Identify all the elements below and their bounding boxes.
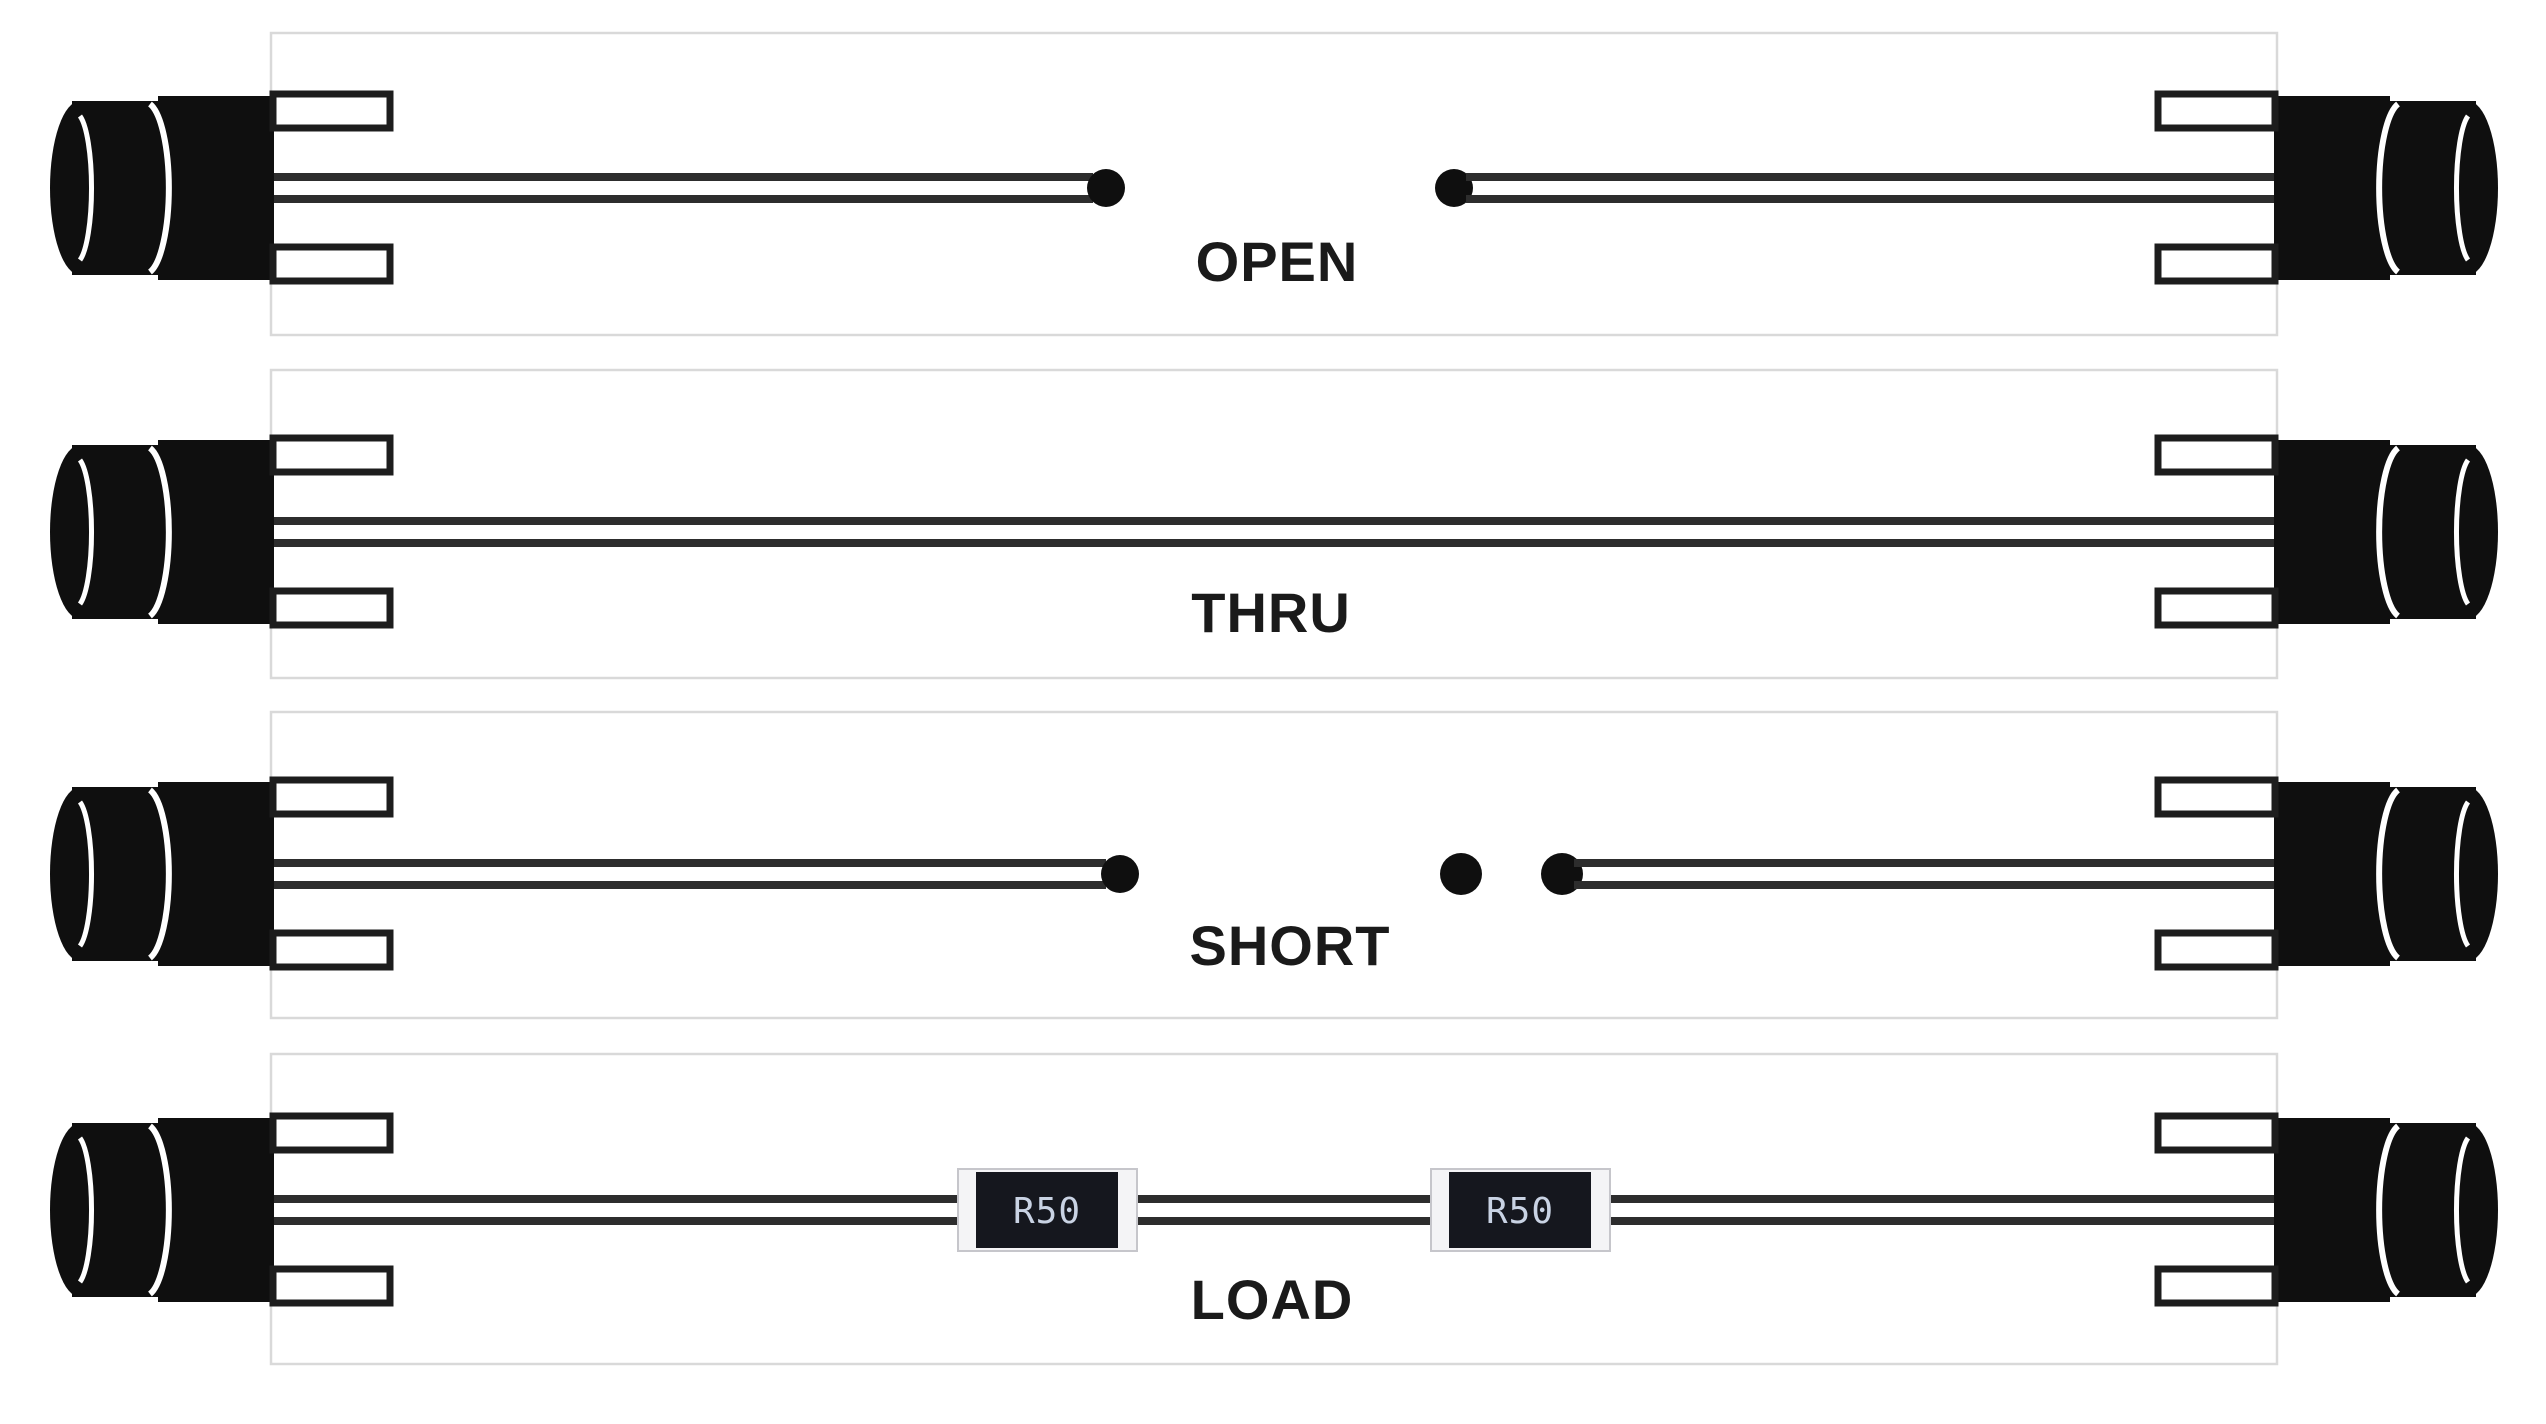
transmission-line-right — [1466, 173, 2275, 203]
resistor-value-label: R50 — [1486, 1191, 1554, 1232]
resistor-body — [976, 1172, 1118, 1248]
resistor-body — [1449, 1172, 1591, 1248]
coax-connector-left — [50, 780, 390, 967]
coax-connector-right — [2158, 94, 2498, 281]
short-terminal-dot-right — [1541, 853, 1583, 895]
coax-connector-left — [50, 94, 390, 281]
transmission-line-left — [273, 859, 1106, 889]
coax-connector-left — [50, 1116, 390, 1303]
resistor-r50-right: R50 — [1430, 1168, 1611, 1252]
open-terminal-dot-right — [1435, 169, 1473, 207]
transmission-line-thru — [273, 517, 2275, 547]
short-terminal-dot-left — [1101, 855, 1139, 893]
short-dot-isolated — [1440, 853, 1482, 895]
transmission-line-middle — [1137, 1195, 1433, 1225]
transmission-line-left — [273, 173, 1093, 203]
resistor-r50-left: R50 — [957, 1168, 1138, 1252]
transmission-line-left — [273, 1195, 962, 1225]
coax-connector-right — [2158, 1116, 2498, 1303]
transmission-line-right — [1608, 1195, 2275, 1225]
standard-row-open: OPEN — [50, 31, 2498, 337]
standard-row-thru: THRU — [50, 368, 2498, 680]
resistor-value-label: R50 — [1013, 1191, 1081, 1232]
standard-row-load: R50 R50 LOAD — [50, 1052, 2498, 1366]
standard-label-open: OPEN — [1196, 230, 1359, 293]
standard-label-thru: THRU — [1191, 581, 1351, 644]
standard-label-load: LOAD — [1191, 1268, 1354, 1331]
open-terminal-dot-left — [1087, 169, 1125, 207]
standard-label-short: SHORT — [1190, 914, 1391, 977]
transmission-line-right — [1574, 859, 2275, 889]
coax-connector-right — [2158, 438, 2498, 625]
coax-connector-right — [2158, 780, 2498, 967]
coax-connector-left — [50, 438, 390, 625]
standard-row-short: SHORT — [50, 710, 2498, 1020]
